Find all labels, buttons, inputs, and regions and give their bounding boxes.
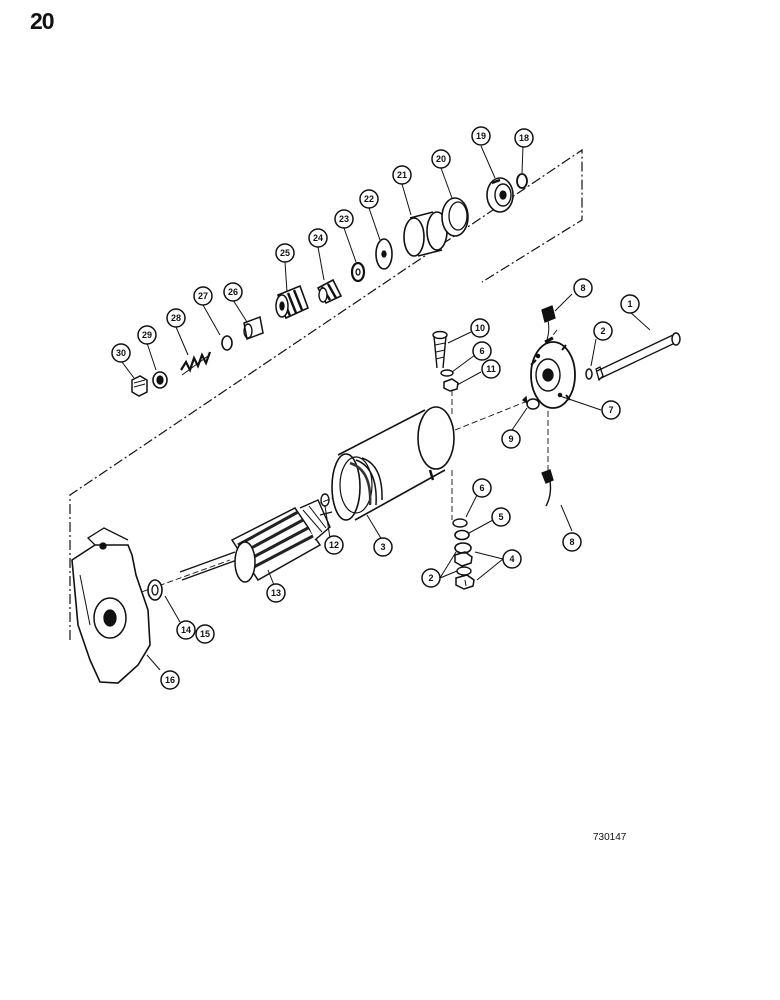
- part-18-ring: [516, 173, 528, 189]
- part-25-pinion-gear: [275, 284, 310, 320]
- part-19-bushing-housing: [486, 177, 514, 213]
- callout-3: 3: [373, 537, 393, 557]
- part-16-drive-housing: [71, 527, 151, 684]
- figure-code: 730147: [593, 832, 627, 843]
- callout-22: 22: [359, 189, 379, 209]
- svg-text:29: 29: [142, 330, 152, 340]
- callout-11: 11: [481, 359, 501, 379]
- part-24-clutch: [316, 278, 343, 305]
- svg-text:9: 9: [508, 434, 513, 444]
- callout-6-lower: 6: [472, 478, 492, 498]
- svg-text:12: 12: [329, 540, 339, 550]
- callout-27: 27: [193, 286, 213, 306]
- svg-text:22: 22: [364, 194, 374, 204]
- callout-4: 4: [502, 549, 522, 569]
- svg-text:5: 5: [498, 512, 503, 522]
- part-29-retainer: [152, 371, 168, 389]
- svg-text:2: 2: [600, 326, 605, 336]
- page-number: 20: [30, 8, 55, 34]
- svg-text:10: 10: [475, 323, 485, 333]
- callout-30: 30: [111, 343, 131, 363]
- svg-text:27: 27: [198, 291, 208, 301]
- part-28-spring: [180, 351, 212, 376]
- svg-text:13: 13: [271, 588, 281, 598]
- callout-26: 26: [223, 282, 243, 302]
- callout-2-right: 2: [593, 321, 613, 341]
- callout-7: 7: [601, 400, 621, 420]
- callout-29: 29: [137, 325, 157, 345]
- callout-12: 12: [324, 535, 344, 555]
- callout-21: 21: [392, 165, 412, 185]
- svg-text:16: 16: [165, 675, 175, 685]
- callout-16: 16: [160, 670, 180, 690]
- part-26-sleeve: [243, 315, 264, 341]
- svg-text:6: 6: [479, 483, 484, 493]
- svg-text:6: 6: [479, 346, 484, 356]
- callout-18: 18: [514, 128, 534, 148]
- svg-text:18: 18: [519, 133, 529, 143]
- svg-text:24: 24: [313, 233, 323, 243]
- callout-24: 24: [308, 228, 328, 248]
- callout-25: 25: [275, 243, 295, 263]
- part-9-bushing: [522, 395, 540, 410]
- part-22-washer: [375, 238, 393, 270]
- callout-5: 5: [491, 507, 511, 527]
- part-3-frame: [331, 406, 455, 521]
- part-2-washer-right: [585, 368, 593, 380]
- part-14-15-washer: [147, 579, 163, 601]
- part-27-washer: [221, 335, 233, 351]
- callout-23: 23: [334, 209, 354, 229]
- callout-leaders: [121, 145, 651, 671]
- svg-text:2: 2: [428, 573, 433, 583]
- svg-text:11: 11: [486, 364, 496, 374]
- part-23-snap-ring: [350, 261, 366, 283]
- svg-text:28: 28: [171, 313, 181, 323]
- svg-text:14: 14: [181, 625, 191, 635]
- part-8-brush-lower: [541, 469, 554, 507]
- callout-2-lower: 2: [421, 568, 441, 588]
- part-8-brush-upper: [541, 305, 556, 341]
- part-20-collar: [441, 197, 469, 237]
- svg-text:19: 19: [476, 131, 486, 141]
- assembly-boundary-line: [69, 148, 583, 640]
- callout-10: 10: [470, 318, 490, 338]
- callout-14: 14: [176, 620, 196, 640]
- callout-1: 1: [620, 294, 640, 314]
- part-13-armature: [179, 499, 333, 583]
- svg-text:8: 8: [569, 537, 574, 547]
- part-21-spacer: [403, 211, 448, 257]
- svg-text:7: 7: [608, 405, 613, 415]
- svg-text:20: 20: [436, 154, 446, 164]
- svg-text:30: 30: [116, 348, 126, 358]
- stud-hardware-lower: [452, 518, 475, 590]
- callout-15: 15: [195, 624, 215, 644]
- svg-text:1: 1: [627, 299, 632, 309]
- svg-text:26: 26: [228, 287, 238, 297]
- callout-balloons: 1 2 2 3 4 5 6 6 7 8 8 9 10 11 12 13 14 1…: [111, 126, 640, 690]
- callout-8-lower: 8: [562, 532, 582, 552]
- svg-text:21: 21: [397, 170, 407, 180]
- svg-text:8: 8: [580, 283, 585, 293]
- callout-28: 28: [166, 308, 186, 328]
- callout-9: 9: [501, 429, 521, 449]
- part-30-nut: [131, 375, 148, 397]
- callout-6-upper: 6: [472, 341, 492, 361]
- callout-19: 19: [471, 126, 491, 146]
- svg-text:3: 3: [380, 542, 385, 552]
- svg-text:4: 4: [509, 554, 514, 564]
- part-7-end-plate: [530, 336, 576, 409]
- svg-text:23: 23: [339, 214, 349, 224]
- callout-8-upper: 8: [573, 278, 593, 298]
- callout-20: 20: [431, 149, 451, 169]
- svg-text:25: 25: [280, 248, 290, 258]
- part-1-through-bolt: [595, 332, 681, 382]
- callout-13: 13: [266, 583, 286, 603]
- bolt-assembly-upper: [432, 330, 459, 392]
- svg-text:15: 15: [200, 629, 210, 639]
